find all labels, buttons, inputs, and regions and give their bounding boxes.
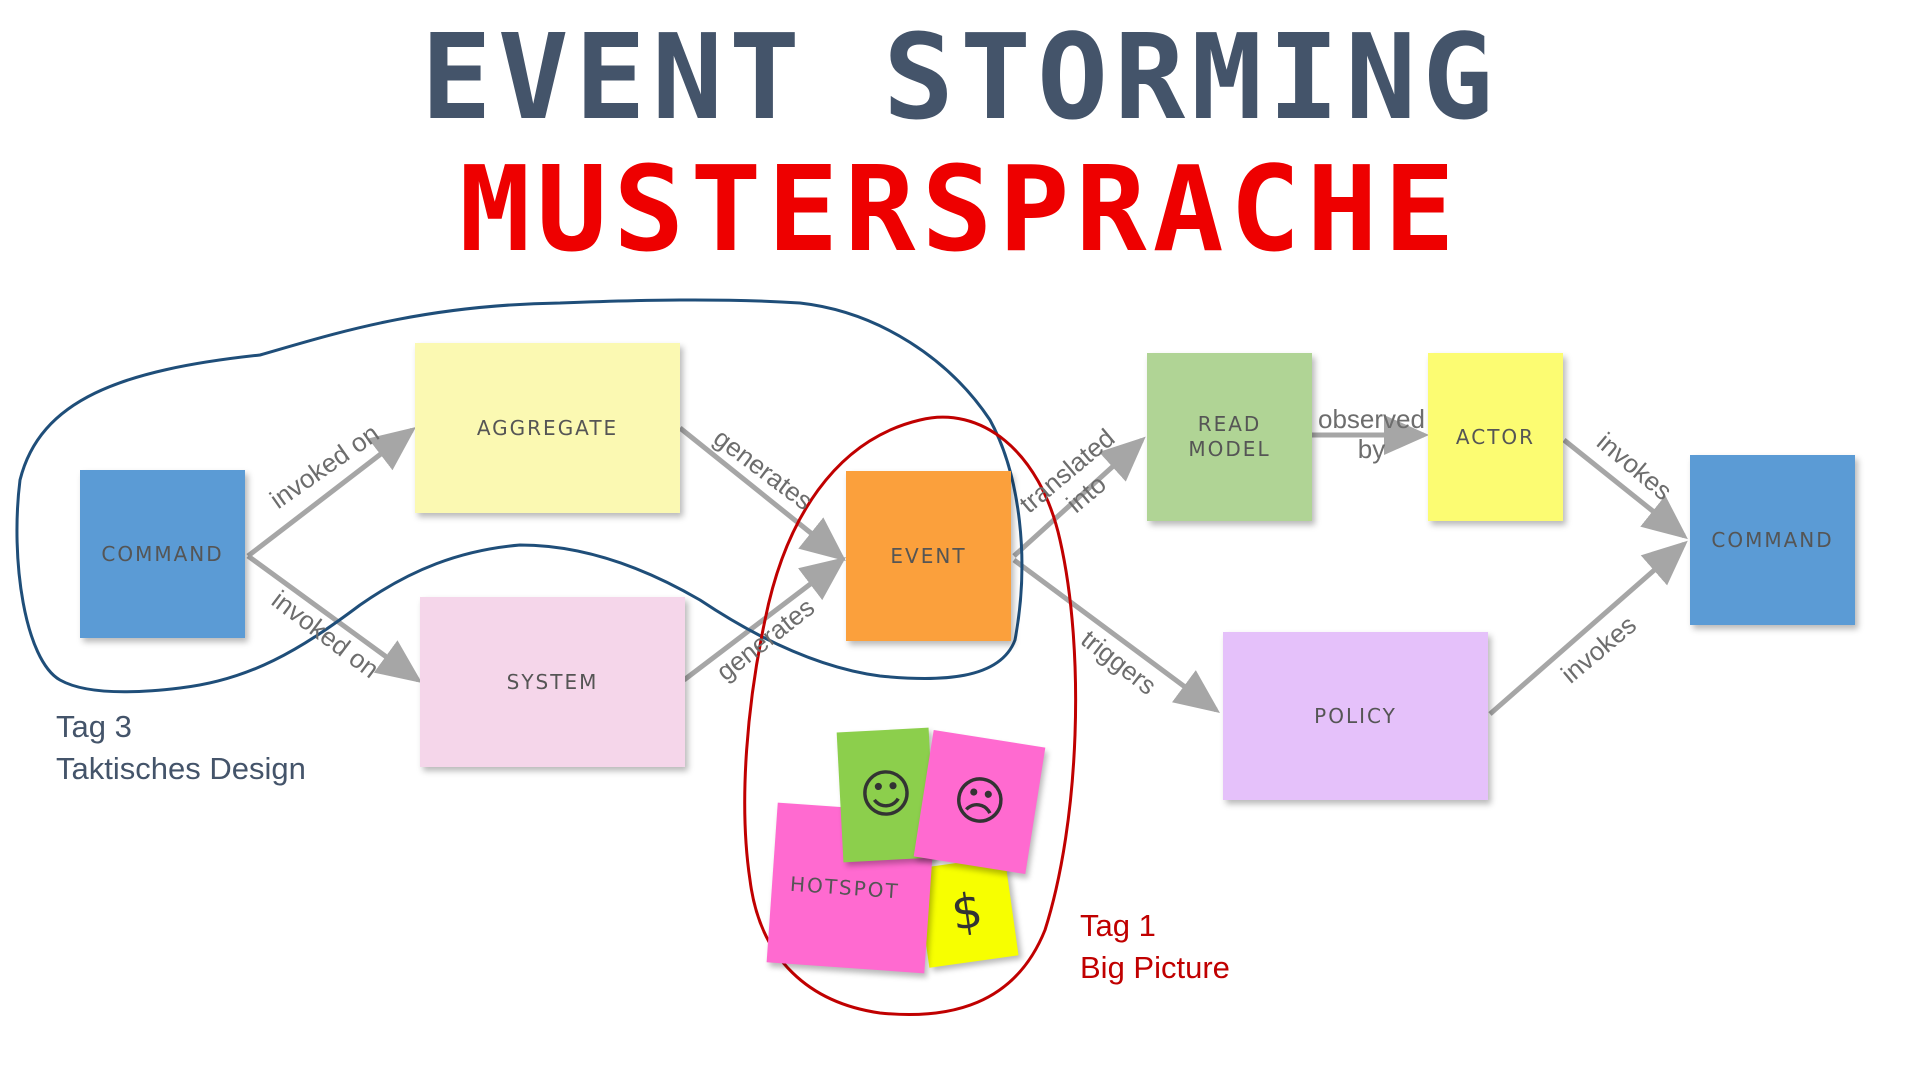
tag1-subtitle: Big Picture: [1080, 949, 1230, 985]
tag1-outline: [743, 415, 1078, 1017]
read-model-sticky[interactable]: READ MODEL: [1147, 353, 1312, 521]
arrow-aggregate-to-event: [678, 426, 846, 562]
tag1-note: Tag 1 Big Picture: [1080, 905, 1230, 989]
tag3-outline: [15, 298, 1024, 694]
tag1-title: Tag 1: [1080, 908, 1156, 943]
policy-sticky[interactable]: POLICY: [1223, 632, 1488, 800]
hotspot-label: HOTSPOT: [789, 871, 901, 903]
dollar-sign: $: [947, 882, 987, 942]
arrow-event-to-read-model: [1012, 436, 1146, 558]
arrow-policy-to-command: [1488, 540, 1688, 716]
aggregate-sticky[interactable]: AGGREGATE: [415, 343, 680, 513]
arrow-event-to-policy: [1012, 557, 1221, 713]
arrow-actor-to-command: [1562, 438, 1688, 540]
tag3-title: Tag 3: [56, 709, 132, 744]
frown-icon: ☹: [948, 767, 1012, 836]
slide-subtitle-mustersprache: MUSTERSPRACHE: [459, 140, 1461, 278]
actor-sticky[interactable]: ACTOR: [1428, 353, 1563, 521]
arrow-command-to-system: [246, 553, 423, 683]
frown-sticky[interactable]: ☹: [913, 729, 1046, 875]
tag3-note: Tag 3 Taktisches Design: [56, 706, 306, 790]
command-sticky-right[interactable]: COMMAND: [1690, 455, 1855, 625]
command-sticky-left[interactable]: COMMAND: [80, 470, 245, 638]
event-sticky[interactable]: EVENT: [846, 471, 1011, 641]
arrow-command-to-aggregate: [246, 426, 416, 558]
system-sticky[interactable]: SYSTEM: [420, 597, 685, 767]
edge-label-observed-by: observed by: [1318, 404, 1425, 464]
slide-title-event-storming: EVENT STORMING: [420, 8, 1500, 146]
smile-icon: ☺: [857, 763, 915, 826]
arrow-system-to-event: [682, 556, 846, 682]
tag3-subtitle: Taktisches Design: [56, 750, 306, 786]
